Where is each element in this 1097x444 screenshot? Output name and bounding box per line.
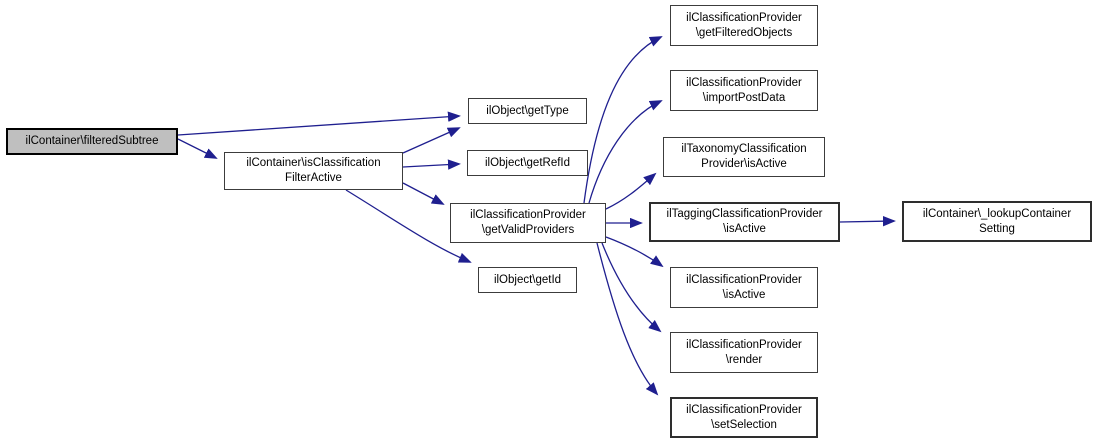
edge-filteredsubtree-isclassificationfilteractive bbox=[177, 138, 218, 159]
node-ilclassificationprovider-getvalidproviders[interactable]: ilClassificationProvider \getValidProvid… bbox=[450, 203, 606, 243]
edge-isclassificationfilteractive-gettype bbox=[402, 127, 461, 154]
node-ilclassificationprovider-setselection[interactable]: ilClassificationProvider \setSelection bbox=[670, 397, 818, 438]
edge-getvalidproviders-importpostdata bbox=[588, 100, 663, 204]
node-ilcontainer-filteredsubtree: ilContainer\filteredSubtree bbox=[6, 128, 178, 155]
edge-getvalidproviders-render bbox=[601, 242, 662, 333]
edge-taggingisactive-lookupcontainersetting bbox=[839, 216, 896, 227]
node-ilcontainer-isclassificationfilteractive[interactable]: ilContainer\isClassification FilterActiv… bbox=[224, 152, 403, 190]
edge-isclassificationfilteractive-getvalidproviders bbox=[402, 182, 445, 205]
node-ilobject-getid[interactable]: ilObject\getId bbox=[478, 267, 577, 293]
edge-getvalidproviders-taxonomyisactive bbox=[605, 172, 657, 210]
edge-filteredsubtree-gettype bbox=[177, 111, 461, 136]
node-ilclassificationprovider-isactive[interactable]: ilClassificationProvider \isActive bbox=[670, 267, 818, 308]
edge-isclassificationfilteractive-getrefid bbox=[402, 159, 461, 170]
edge-getvalidproviders-getfilteredobjects bbox=[583, 36, 663, 204]
edge-getvalidproviders-setselection bbox=[596, 242, 659, 396]
node-iltaxonomyclassificationprovider-isactive[interactable]: ilTaxonomyClassification Provider\isActi… bbox=[663, 137, 825, 177]
edge-isclassificationfilteractive-getid bbox=[345, 189, 472, 263]
node-ilclassificationprovider-getfilteredobjects[interactable]: ilClassificationProvider \getFilteredObj… bbox=[670, 5, 818, 46]
node-ilclassificationprovider-render[interactable]: ilClassificationProvider \render bbox=[670, 332, 818, 373]
node-ilobject-gettype[interactable]: ilObject\getType bbox=[468, 98, 587, 124]
node-ilobject-getrefid[interactable]: ilObject\getRefId bbox=[467, 150, 588, 176]
node-iltaggingclassificationprovider-isactive[interactable]: ilTaggingClassificationProvider \isActiv… bbox=[649, 202, 840, 242]
node-ilclassificationprovider-importpostdata[interactable]: ilClassificationProvider \importPostData bbox=[670, 70, 818, 111]
node-ilcontainer-lookupcontainersetting[interactable]: ilContainer\_lookupContainer Setting bbox=[902, 201, 1092, 242]
edge-getvalidproviders-classificationisactive bbox=[605, 236, 664, 268]
